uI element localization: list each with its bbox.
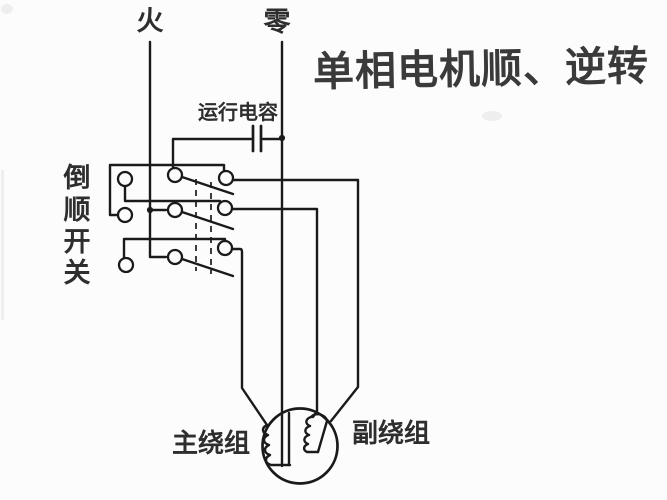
- reversing-switch-label-char3: 开: [64, 227, 91, 258]
- motor: [261, 407, 339, 485]
- reversing-switch-label-char1: 倒: [63, 163, 91, 194]
- reversing-switch-label-char4: 关: [64, 258, 91, 289]
- diagram-title: 单相电机顺、逆转: [313, 42, 650, 96]
- terminal-right-row3: [216, 239, 234, 257]
- capacitor-plates-icon: [251, 124, 263, 153]
- scan-noise: [1, 4, 502, 320]
- reversing-switch-label-char2: 顺: [64, 195, 91, 226]
- row3-to-main-wire: [230, 247, 269, 427]
- reversing-switch-label: 倒 顺 开 关: [63, 163, 91, 289]
- live-junction-dot: [146, 206, 154, 214]
- terminal-left-row3: [117, 256, 135, 274]
- switch-blade-row3: [180, 257, 235, 278]
- aux-winding-right-lead: [316, 419, 329, 454]
- supply-wires: [146, 40, 286, 468]
- switch-blade-row1: [180, 175, 235, 196]
- row1-to-aux-right-wire: [231, 178, 360, 423]
- crossover-wire-b: [123, 184, 222, 203]
- main-winding-label: 主绕组: [172, 428, 250, 459]
- aux-winding-top-edge: [309, 412, 329, 422]
- terminal-right-row1: [217, 169, 235, 187]
- terminal-right-row2: [216, 199, 234, 217]
- motor-circle: [261, 407, 339, 485]
- running-capacitor: [171, 124, 284, 169]
- terminal-mid-row3: [166, 248, 184, 266]
- neutral-wire-label: 零: [263, 7, 292, 38]
- running-capacitor-label: 运行电容: [198, 100, 278, 124]
- terminal-left-row2: [116, 206, 134, 224]
- live-wire: [148, 40, 168, 259]
- crossover-wire-a: [108, 163, 226, 217]
- terminal-mid-row1: [166, 166, 184, 184]
- main-winding-coil: [261, 423, 292, 467]
- row2-to-aux-top-wire: [230, 207, 319, 419]
- capacitor-left-lead: [171, 137, 253, 169]
- linkage-dashed-lines: [195, 179, 212, 274]
- labels: 火 零 单相电机顺、逆转 运行电容 倒 顺 开 关 主绕组 副绕组: [63, 6, 650, 459]
- terminal-left-row1: [116, 170, 134, 188]
- terminal-mid-row2: [166, 201, 184, 219]
- switch-blade-row2: [180, 210, 235, 231]
- live-wire-label: 火: [137, 6, 164, 37]
- aux-winding-coil: [302, 415, 320, 454]
- aux-winding-label: 副绕组: [352, 418, 430, 449]
- motor-feed-wires: [230, 178, 360, 427]
- reversing-switch: [108, 163, 235, 278]
